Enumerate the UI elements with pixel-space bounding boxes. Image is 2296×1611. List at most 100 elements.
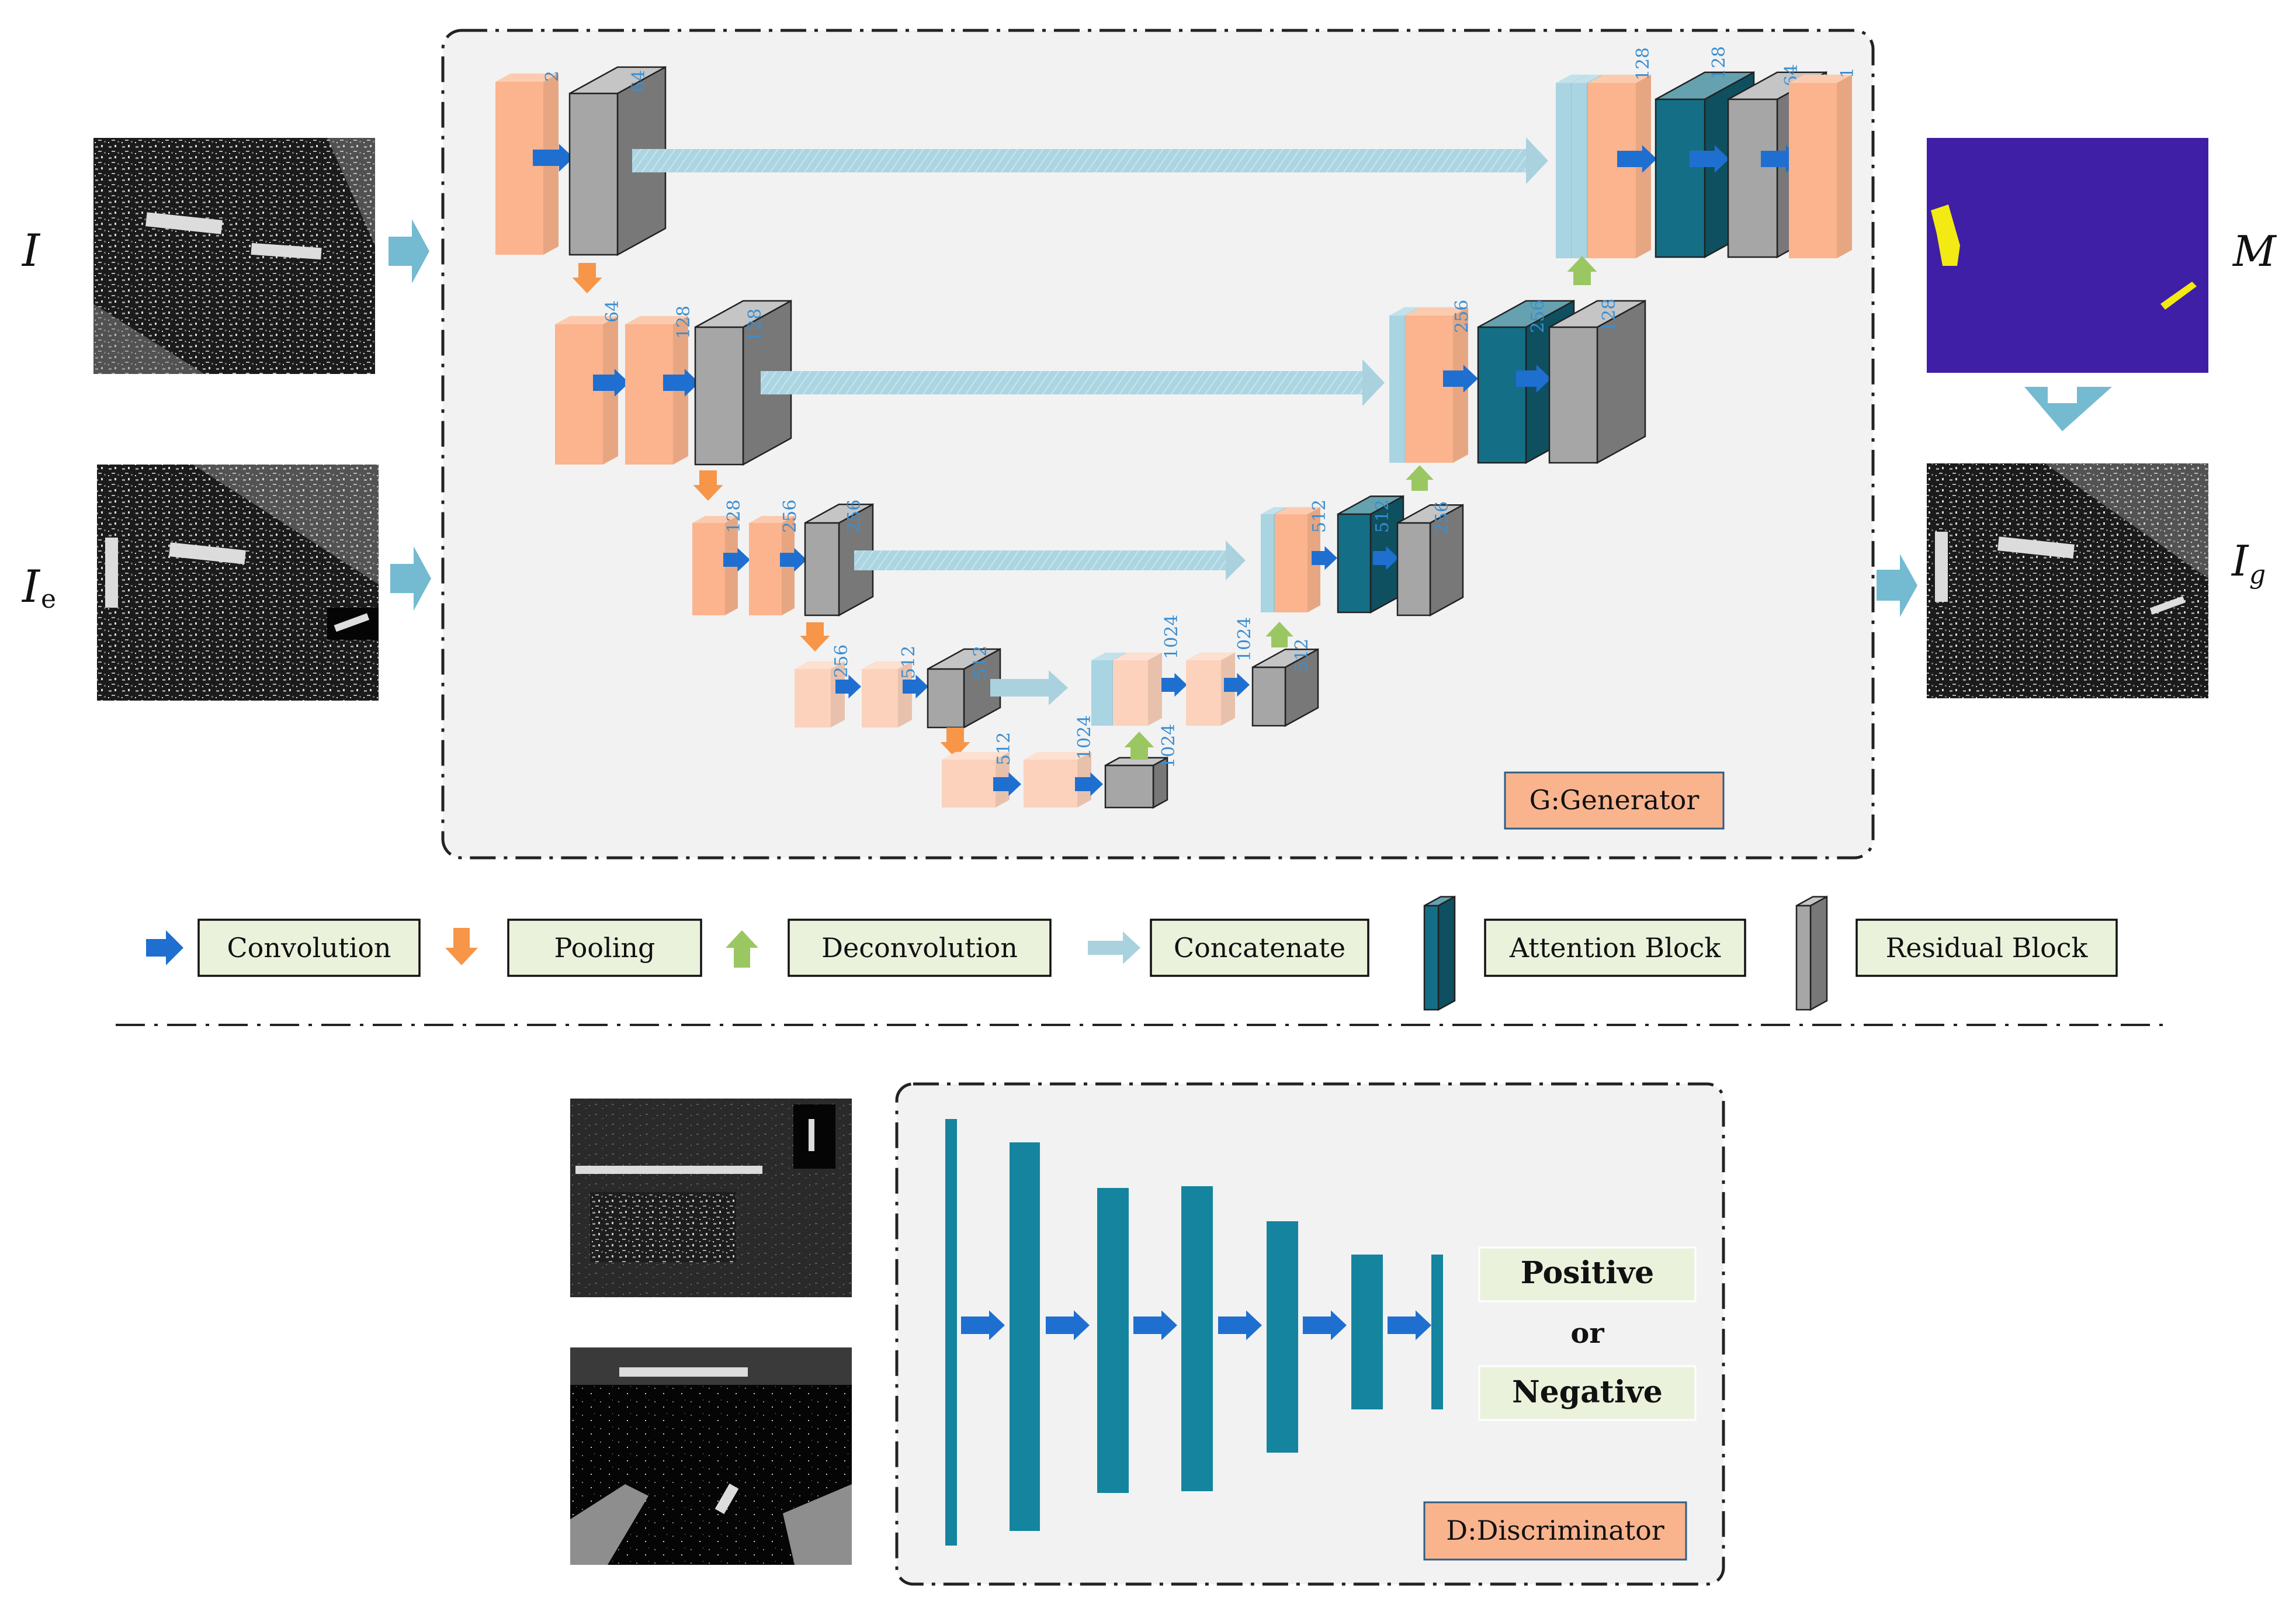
- concatenate-arrow-l4: [990, 670, 1068, 705]
- legend-label: Attention Block: [1509, 932, 1721, 964]
- discriminator-layer: [1010, 1142, 1040, 1531]
- channel-label: 64: [602, 300, 623, 323]
- convolution-arrow: [961, 1310, 1005, 1340]
- convolution-arrow: [1443, 365, 1478, 393]
- legend-label-box: [1855, 919, 2118, 977]
- legend-label-box: [507, 919, 702, 977]
- convolution-arrow: [1690, 145, 1729, 173]
- convolution-arrow: [1373, 546, 1399, 570]
- channel-label: 128: [1599, 299, 1619, 332]
- channel-label: 128: [1709, 46, 1729, 79]
- channel-label: 1024: [1234, 617, 1255, 661]
- channel-label: 512: [970, 646, 991, 679]
- residual-block-l2-dec: [1548, 299, 1646, 465]
- legend-label-box: [1150, 919, 1369, 977]
- residual-block-bottleneck: [1104, 756, 1168, 809]
- legend-label-box: [197, 919, 421, 977]
- generator-label-text: G:Generator: [1529, 784, 1700, 816]
- channel-label: 256: [1432, 501, 1452, 535]
- convolution-arrow: [533, 144, 574, 172]
- decoder-map-l1a: [1588, 74, 1651, 258]
- channel-label: 256: [831, 645, 852, 678]
- convolution-arrow: [1218, 1310, 1262, 1340]
- residual-block-l4: [927, 647, 1001, 729]
- label-Ie-sub: e: [41, 584, 56, 614]
- convolution-arrow: [1303, 1310, 1347, 1340]
- convolution-arrow: [1388, 1310, 1431, 1340]
- output-positive: Positive: [1478, 1246, 1697, 1302]
- concatenate-arrow-l1: [632, 137, 1548, 184]
- channel-label: 256: [1452, 300, 1472, 333]
- concatenate-arrow-icon: [1088, 931, 1140, 964]
- legend-item: Deconvolution: [726, 919, 1052, 977]
- convolution-arrow: [1224, 673, 1250, 697]
- convolution-arrow: [1046, 1310, 1090, 1340]
- legend-label: Convolution: [227, 932, 391, 964]
- channel-label: 512: [1372, 500, 1393, 533]
- generator-panel: [441, 29, 1875, 860]
- channel-label: 2: [542, 71, 563, 82]
- decoder-map-l4a: [1113, 652, 1162, 726]
- label-Ig-sub: g: [2249, 560, 2266, 590]
- output-positive-text: Positive: [1521, 1255, 1655, 1291]
- convolution-arrow: [593, 369, 629, 397]
- residual-block-l3: [804, 503, 874, 617]
- deconvolution-arrow: [1406, 465, 1434, 491]
- channel-label: 128: [674, 306, 694, 339]
- encoder-map-l4a: [795, 661, 845, 727]
- channel-label: 1024: [1159, 724, 1179, 768]
- pooling-arrow: [693, 470, 723, 501]
- convolution-arrow: [835, 674, 861, 699]
- channel-label: 256: [1528, 300, 1548, 333]
- channel-label: 256: [844, 500, 865, 533]
- generator-label: G:Generator: [1504, 771, 1725, 830]
- legend-item: Convolution: [146, 919, 421, 977]
- label-Ie-main: I: [21, 560, 41, 612]
- output-image-Ig: [1927, 463, 2208, 698]
- deconvolution-arrow-icon: [726, 930, 758, 968]
- legend-label: Pooling: [554, 932, 655, 964]
- pooling-arrow: [800, 622, 830, 652]
- legend-label: Deconvolution: [821, 932, 1018, 964]
- discriminator-layer: [945, 1119, 957, 1546]
- label-M: M: [2232, 227, 2277, 276]
- legend-item: Pooling: [445, 919, 702, 977]
- pooling-arrow-icon: [445, 928, 478, 965]
- bottleneck-map-b: [1024, 751, 1091, 808]
- label-I-main: I: [21, 224, 41, 276]
- encoder-map-l3b: [749, 515, 795, 615]
- discriminator-layer: [1097, 1188, 1129, 1493]
- discriminator-layer: [1431, 1255, 1443, 1409]
- convolution-arrow: [1617, 145, 1657, 173]
- channel-label: 64: [629, 70, 649, 92]
- channel-label: 128: [745, 309, 765, 342]
- discriminator-layer: [1351, 1255, 1383, 1409]
- convolution-arrow: [663, 369, 699, 397]
- channel-label: 512: [1309, 500, 1330, 533]
- convolution-arrow: [1075, 772, 1103, 796]
- channel-label: 1: [1837, 67, 1858, 78]
- input-image-I: [93, 138, 375, 374]
- bottleneck-map-a: [942, 751, 1010, 808]
- deconvolution-arrow: [1124, 732, 1154, 760]
- legend-item: Attention Block: [1423, 895, 1746, 1011]
- deconvolution-arrow: [1567, 256, 1597, 285]
- concatenate-arrow-l3: [854, 541, 1246, 580]
- channel-label: 512: [899, 646, 919, 679]
- convolution-arrow: [1516, 365, 1551, 393]
- legend-item: Residual Block: [1795, 895, 2118, 1011]
- output-negative-text: Negative: [1512, 1374, 1663, 1410]
- input-arrow: [390, 546, 431, 611]
- convolution-arrow: [780, 548, 807, 572]
- discriminator-input-real: [570, 1099, 852, 1297]
- channel-label: 512: [994, 732, 1014, 765]
- legend-label: Concatenate: [1174, 932, 1345, 964]
- pooling-arrow: [572, 263, 602, 293]
- convolution-arrow: [903, 674, 928, 699]
- convolution-arrow-icon: [146, 930, 183, 965]
- decoder-map-l1-out: [1789, 74, 1852, 258]
- convolution-arrow: [993, 772, 1021, 796]
